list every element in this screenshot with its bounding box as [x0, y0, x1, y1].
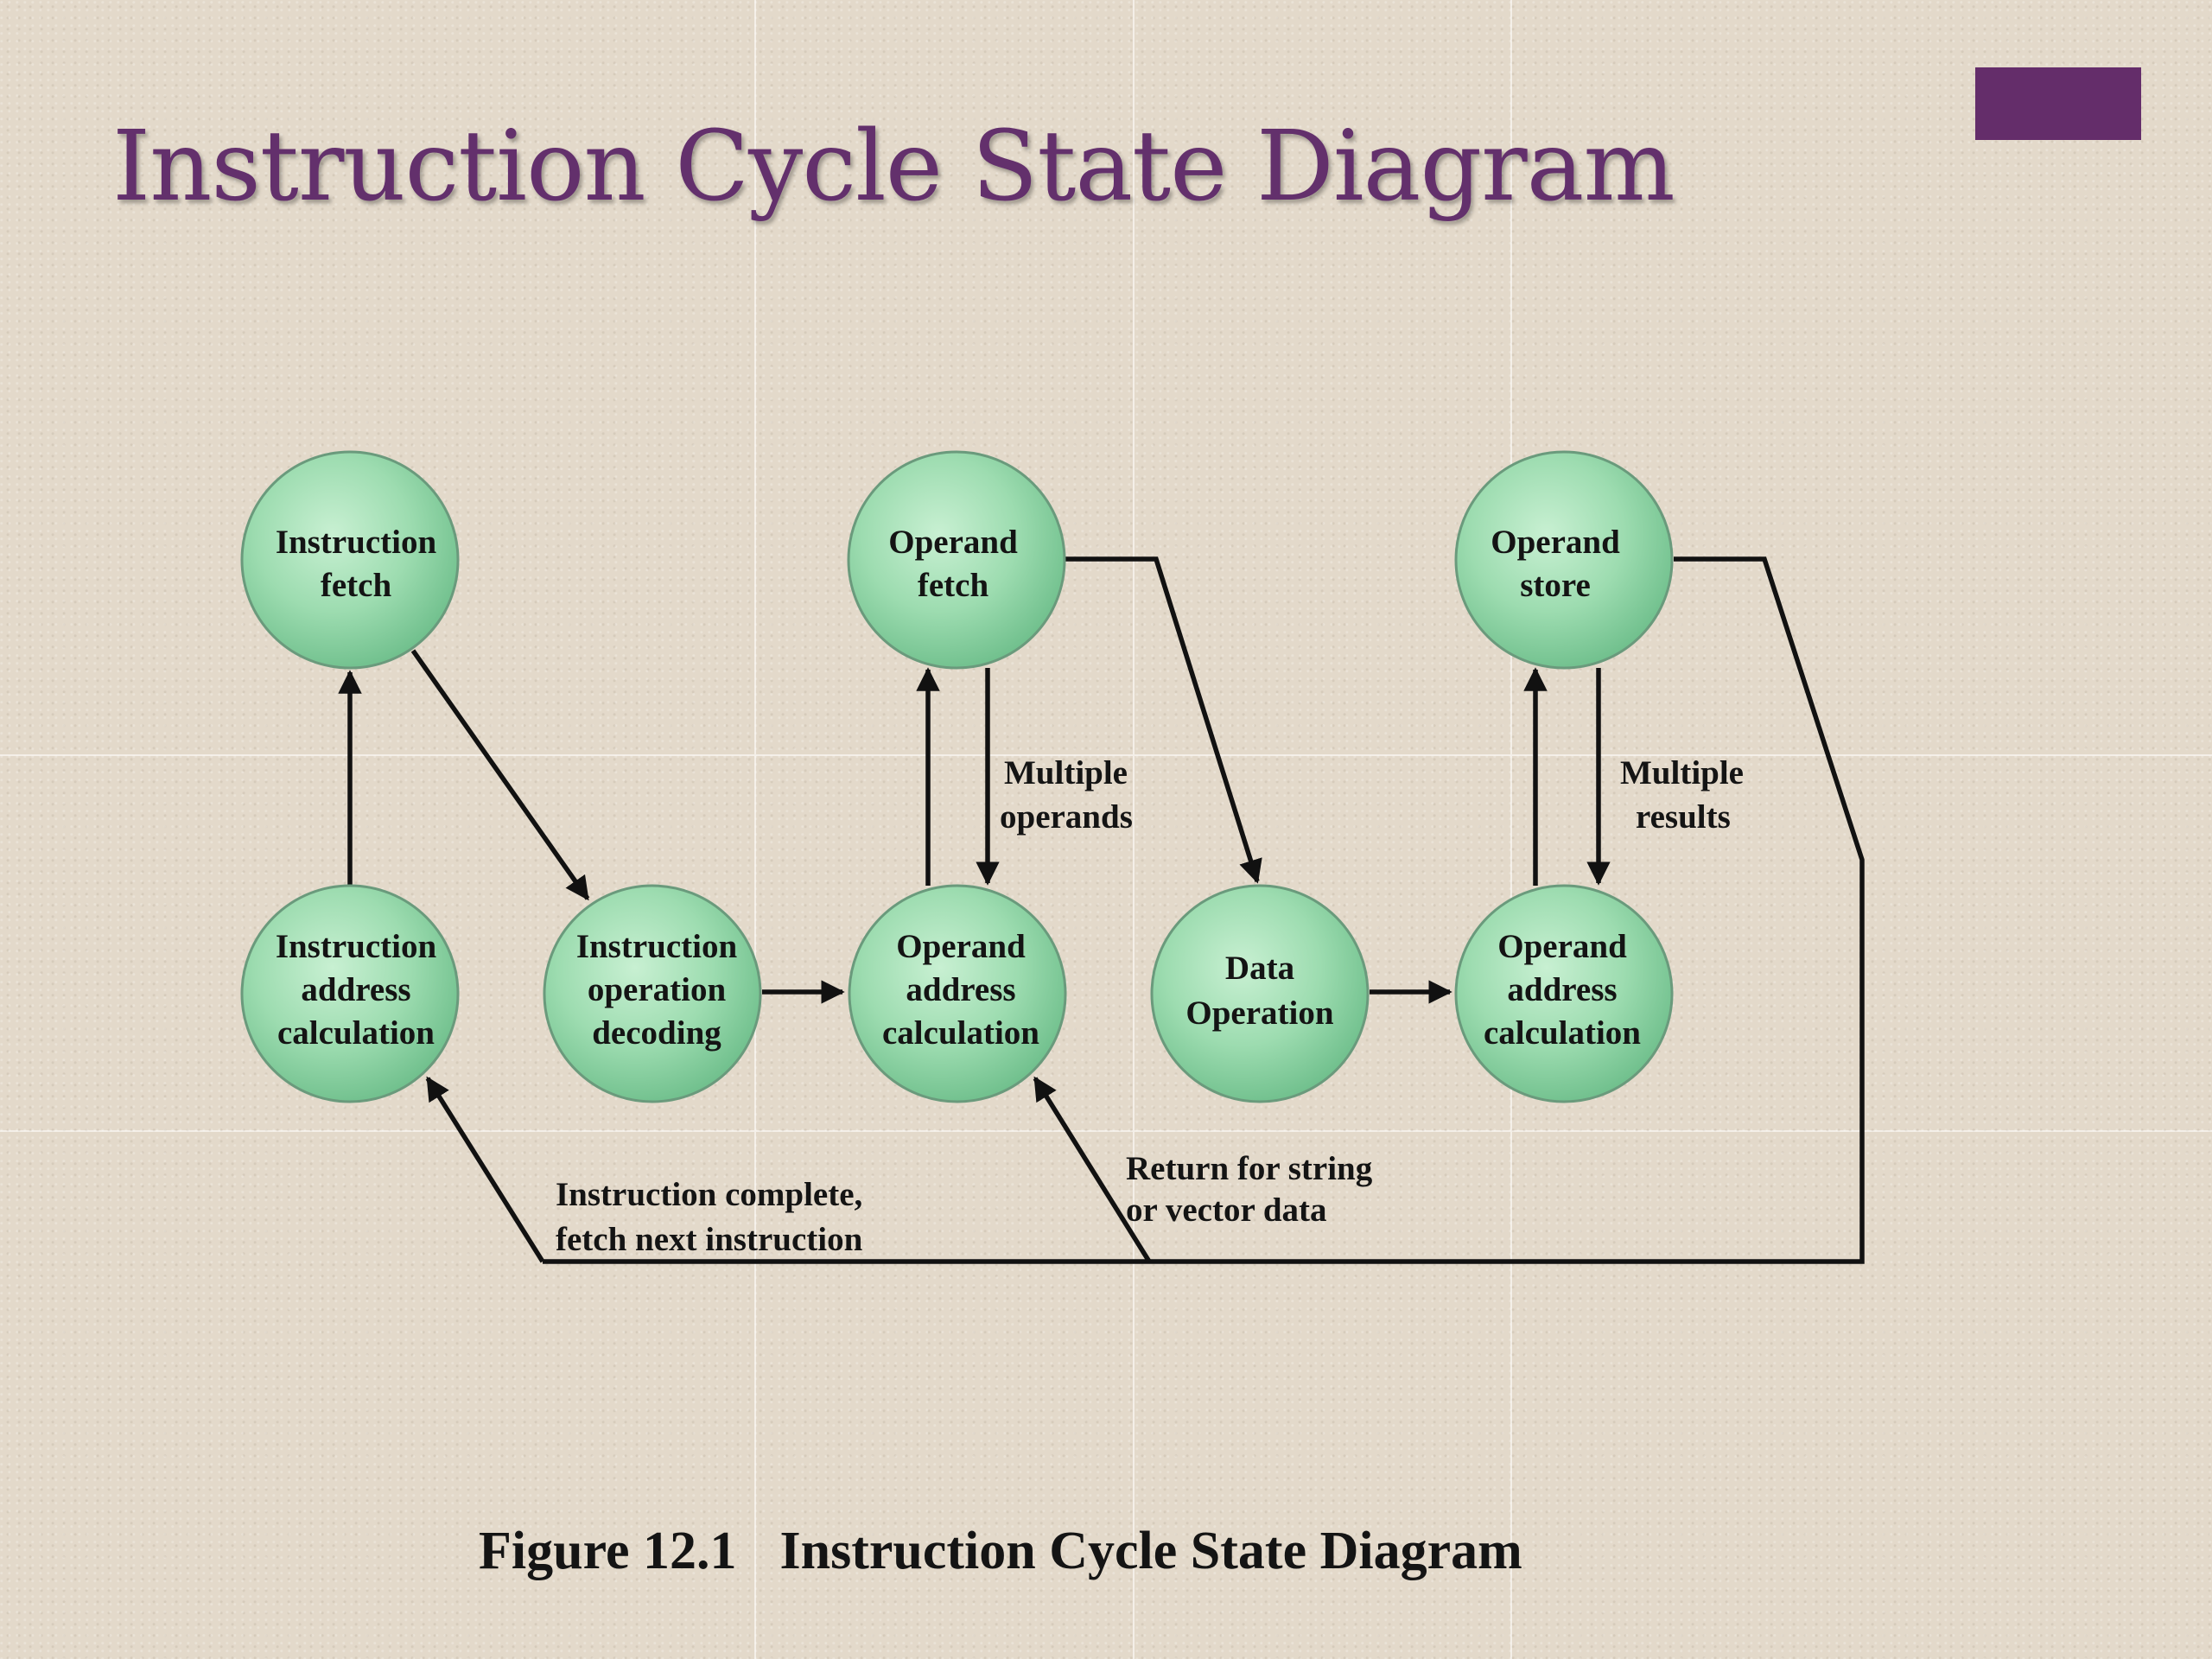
svg-text:Instruction: Instruction: [276, 928, 437, 965]
svg-text:Instruction: Instruction: [576, 928, 738, 965]
slide-title: Instruction Cycle State Diagram: [112, 111, 1675, 223]
label-multiple-operands: Multiple operands: [1000, 754, 1133, 836]
svg-text:calculation: calculation: [1484, 1014, 1641, 1052]
state-operand-address-calculation-1: Operand address calculation: [848, 884, 1067, 1103]
svg-text:Multiple: Multiple: [1004, 754, 1128, 791]
svg-text:store: store: [1520, 567, 1591, 604]
svg-text:Instruction complete,: Instruction complete,: [556, 1176, 862, 1213]
svg-text:operation: operation: [588, 971, 727, 1008]
svg-text:Operand: Operand: [1497, 928, 1627, 965]
svg-text:address: address: [906, 971, 1015, 1008]
edge-fetch-to-decode: [410, 649, 590, 901]
figure-caption: Figure 12.1 Instruction Cycle State Diagr…: [479, 1521, 1522, 1582]
svg-text:fetch next instruction: fetch next instruction: [556, 1221, 863, 1258]
svg-text:operands: operands: [1000, 798, 1133, 836]
svg-text:Multiple: Multiple: [1620, 754, 1744, 791]
svg-text:Instruction: Instruction: [276, 524, 437, 561]
edge-operand-fetch-to-data-op: [1065, 556, 1262, 884]
edge-operand-store-return-path: [543, 556, 1865, 1264]
label-instruction-complete: Instruction complete, fetch next instruc…: [556, 1176, 863, 1258]
svg-text:Operand: Operand: [896, 928, 1026, 965]
edge-return-to-iac: [425, 1076, 545, 1263]
svg-text:fetch: fetch: [918, 567, 989, 604]
figure-number: Figure 12.1: [479, 1522, 737, 1580]
svg-text:address: address: [301, 971, 410, 1008]
label-multiple-results: Multiple results: [1620, 754, 1744, 836]
state-operand-fetch: Operand fetch: [847, 450, 1066, 670]
state-instruction-operation-decoding: Instruction operation decoding: [543, 884, 762, 1103]
svg-text:Operation: Operation: [1185, 995, 1333, 1032]
label-return-for-string: Return for string or vector data: [1126, 1150, 1373, 1229]
edge-return-for-string: [1033, 1076, 1152, 1263]
svg-text:Data: Data: [1225, 950, 1294, 987]
svg-text:fetch: fetch: [321, 567, 392, 604]
state-instruction-fetch: Instruction fetch: [240, 450, 460, 670]
svg-text:results: results: [1636, 798, 1731, 836]
figure-caption-text: Instruction Cycle State Diagram: [779, 1522, 1522, 1580]
state-data-operation: Data Operation: [1150, 884, 1370, 1103]
svg-text:Operand: Operand: [1491, 524, 1620, 561]
svg-text:Operand: Operand: [888, 524, 1018, 561]
svg-text:decoding: decoding: [592, 1014, 721, 1052]
svg-text:Return for string: Return for string: [1126, 1150, 1373, 1187]
svg-text:calculation: calculation: [277, 1014, 435, 1052]
svg-text:address: address: [1507, 971, 1617, 1008]
svg-text:or vector data: or vector data: [1126, 1192, 1327, 1229]
accent-block: [1975, 67, 2141, 140]
state-operand-address-calculation-2: Operand address calculation: [1454, 884, 1674, 1103]
svg-text:calculation: calculation: [882, 1014, 1039, 1052]
state-operand-store: Operand store: [1454, 450, 1674, 670]
state-instruction-address-calculation: Instruction address calculation: [240, 884, 460, 1103]
